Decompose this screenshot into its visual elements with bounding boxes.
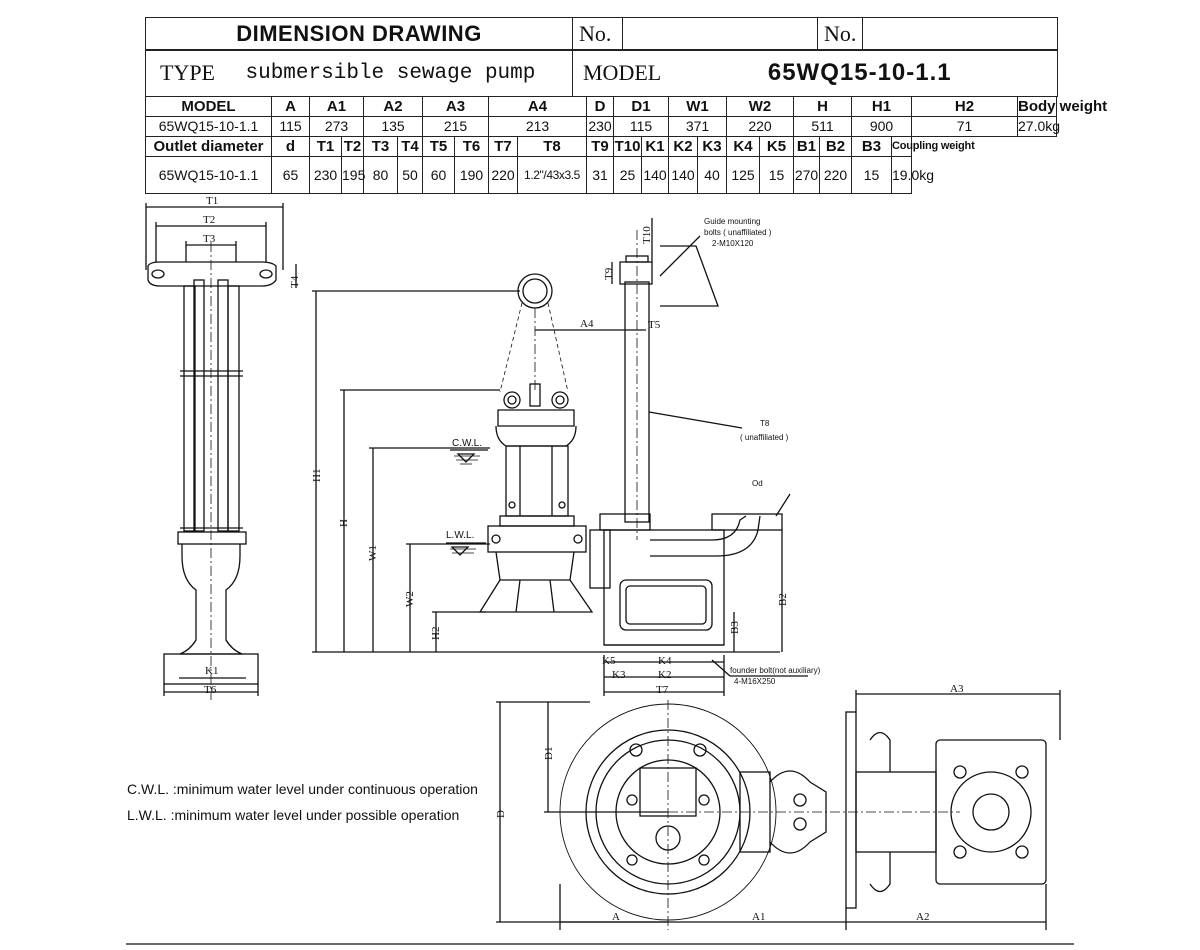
dim-label-h: H xyxy=(338,519,350,527)
dims-cell: K3 xyxy=(697,136,727,157)
dims-cell: 273 xyxy=(309,116,364,137)
dim-label-t4: T4 xyxy=(289,275,301,288)
dims-header-row-1: MODEL A A1 A2 A3 A4 D D1 W1 W2 H H1 H2 B… xyxy=(145,96,1107,117)
dims-cell: T10 xyxy=(613,136,642,157)
founder-bolt-label-2: 4-M16X250 xyxy=(734,677,776,686)
type-label: TYPE xyxy=(145,49,246,97)
cwl-label: C.W.L. xyxy=(452,438,482,449)
dim-label-a2: A2 xyxy=(916,911,929,923)
dims-cell: 31 xyxy=(586,156,614,194)
dimensions-table: MODEL A A1 A2 A3 A4 D D1 W1 W2 H H1 H2 B… xyxy=(145,96,1107,194)
dims-cell: 220 xyxy=(488,156,518,194)
dim-label-k4: K4 xyxy=(658,655,672,667)
dims-cell: T6 xyxy=(454,136,489,157)
dims-cell: 40 xyxy=(697,156,727,194)
coupling-side-view: T1 T2 T3 T4 K1 T6 xyxy=(145,195,301,700)
lwl-note: L.W.L. :minimum water level under possib… xyxy=(127,807,460,823)
t8-unaffiliated-label: ( unaffiliated ) xyxy=(740,433,789,442)
dims-cell: 65WQ15-10-1.1 xyxy=(145,156,272,194)
dim-label-k3: K3 xyxy=(612,669,626,681)
dims-cell: T3 xyxy=(363,136,398,157)
dims-cell: 50 xyxy=(397,156,423,194)
number-field-2 xyxy=(862,17,1058,51)
dims-cell: K2 xyxy=(668,136,698,157)
dim-label-t5: T5 xyxy=(648,319,661,331)
cwl-note: C.W.L. :minimum water level under contin… xyxy=(127,781,478,797)
pump-elevation: H1 H W1 W2 H2 A4 xyxy=(311,217,821,696)
dim-label-t2: T2 xyxy=(203,214,215,226)
dim-label-k2: K2 xyxy=(658,669,671,681)
dims-cell: 140 xyxy=(668,156,698,194)
dims-cell: H1 xyxy=(851,96,912,117)
dim-label-t3: T3 xyxy=(203,233,216,245)
dims-cell: 220 xyxy=(819,156,852,194)
dims-cell: A3 xyxy=(422,96,489,117)
dims-cell: 115 xyxy=(271,116,310,137)
outlet-diameter-label: Od xyxy=(752,479,763,488)
title-block-header: DIMENSION DRAWING No. No. xyxy=(145,17,1058,51)
dim-label-t6: T6 xyxy=(204,684,217,696)
dim-label-t7: T7 xyxy=(656,684,669,696)
dims-cell: K1 xyxy=(641,136,669,157)
dims-cell: 1.2"/43x3.5 xyxy=(517,156,587,194)
dims-cell: 27.0kg xyxy=(1017,116,1060,137)
dims-cell: 65 xyxy=(271,156,310,194)
dim-label-k1: K1 xyxy=(205,665,218,677)
dim-label-w1: W1 xyxy=(367,545,379,561)
dims-cell: 140 xyxy=(641,156,669,194)
dims-cell: 213 xyxy=(488,116,587,137)
dim-label-t9: T9 xyxy=(603,267,615,280)
dim-label-d: D xyxy=(495,810,507,818)
guide-bolts-label-1: Guide mounting xyxy=(704,217,760,226)
number-label: No. xyxy=(572,17,623,51)
dims-value-row-2: 65WQ15-10-1.1 65 230 195 80 50 60 190 22… xyxy=(145,156,1057,194)
dims-cell: A2 xyxy=(363,96,423,117)
dim-label-b3: B3 xyxy=(729,621,741,634)
dim-label-h2: H2 xyxy=(430,627,442,640)
dim-label-a: A xyxy=(612,911,620,923)
model-value: 65WQ15-10-1.1 xyxy=(662,49,1058,97)
dim-label-b2: B2 xyxy=(777,593,789,606)
dims-cell: B1 xyxy=(793,136,820,157)
t8-label: T8 xyxy=(760,419,770,428)
dims-cell: A4 xyxy=(488,96,587,117)
type-value: submersible sewage pump xyxy=(245,49,573,97)
dim-label-t1: T1 xyxy=(206,195,218,207)
founder-bolt-label-1: founder bolt(not auxiliary) xyxy=(730,666,821,675)
dims-cell: MODEL xyxy=(145,96,272,117)
drawing-title: DIMENSION DRAWING xyxy=(145,17,573,51)
dims-cell: T8 xyxy=(517,136,587,157)
dims-cell: 80 xyxy=(363,156,398,194)
dims-cell: H2 xyxy=(911,96,1018,117)
dim-label-d1: D1 xyxy=(543,747,555,760)
dims-cell: K5 xyxy=(759,136,794,157)
guide-bolts-label-3: 2-M10X120 xyxy=(712,239,754,248)
dims-cell: 190 xyxy=(454,156,489,194)
dim-label-t10: T10 xyxy=(641,226,653,244)
dims-cell: T5 xyxy=(422,136,455,157)
guide-bolts-label-2: bolts ( unaffiliated ) xyxy=(704,228,772,237)
dims-cell: 195 xyxy=(341,156,365,194)
dims-cell: 15 xyxy=(851,156,892,194)
dims-cell: 511 xyxy=(793,116,852,137)
pump-plan-view: D D1 xyxy=(495,683,1061,930)
dim-label-h1: H1 xyxy=(311,469,323,482)
dim-label-a3: A3 xyxy=(950,683,964,695)
model-label: MODEL xyxy=(572,49,663,97)
dims-cell: 135 xyxy=(363,116,423,137)
dim-label-w2: W2 xyxy=(404,591,416,607)
dims-cell: T9 xyxy=(586,136,614,157)
dims-cell: 371 xyxy=(668,116,727,137)
dim-label-a4: A4 xyxy=(580,318,594,330)
title-block-type: TYPE submersible sewage pump MODEL 65WQ1… xyxy=(145,49,1058,97)
dim-label-a1: A1 xyxy=(752,911,765,923)
dims-cell: Outlet diameter xyxy=(145,136,272,157)
lwl-label: L.W.L. xyxy=(446,530,474,541)
number-label-2: No. xyxy=(817,17,863,51)
dim-label-k5: K5 xyxy=(602,655,616,667)
dims-cell: 115 xyxy=(613,116,669,137)
